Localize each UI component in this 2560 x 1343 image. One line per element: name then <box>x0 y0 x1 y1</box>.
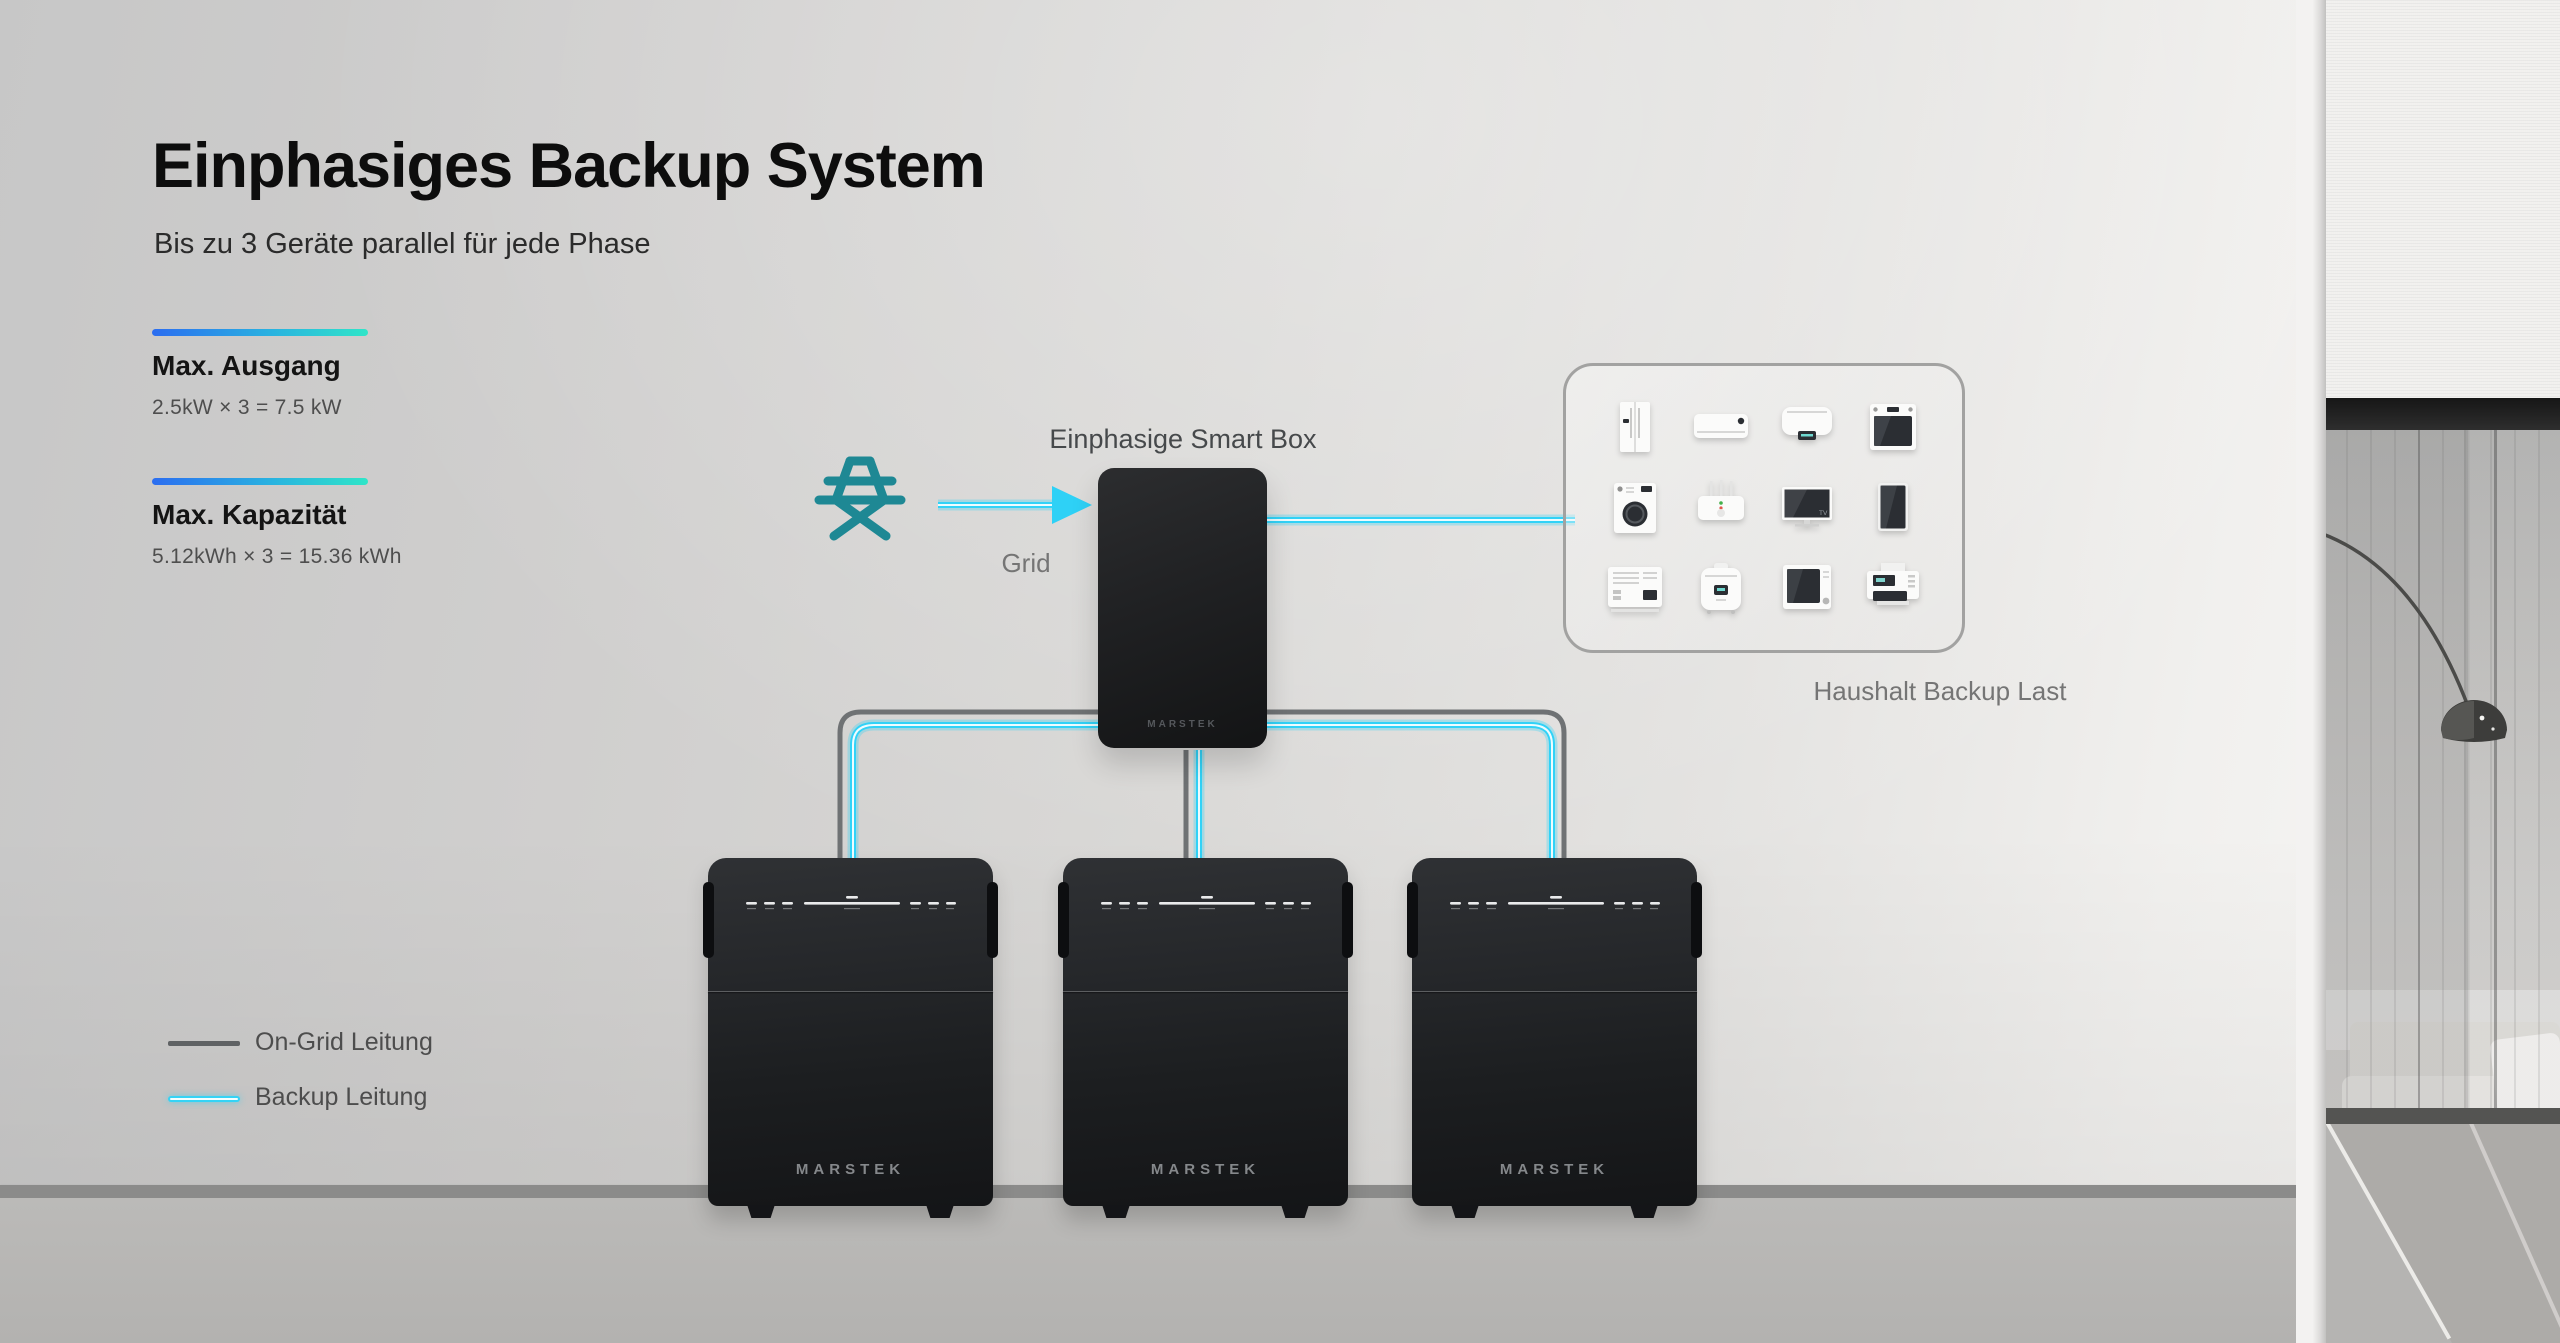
photo-glass-door <box>2322 430 2560 1112</box>
backup-line-swatch <box>168 1096 240 1102</box>
door-sill <box>2322 1108 2560 1124</box>
load-label: Haushalt Backup Last <box>1813 676 2067 706</box>
glass-reflection <box>2322 430 2560 1112</box>
stat-value: 5.12kWh × 3 = 15.36 kWh <box>152 545 402 568</box>
stat-label: Max. Ausgang <box>152 350 341 381</box>
smart-box-device: MARSTEK <box>1098 468 1267 748</box>
battery-handle <box>987 882 998 958</box>
battery-foot <box>1102 1205 1130 1218</box>
power-grid-icon <box>814 456 906 541</box>
interior-photo <box>2296 0 2560 1343</box>
battery-handle <box>1058 882 1069 958</box>
backup-load-panel: TV <box>1563 363 1965 653</box>
printer-icon <box>1850 548 1936 628</box>
rice-cooker-icon <box>1678 548 1764 628</box>
battery-handle <box>1691 882 1702 958</box>
stat-max-capacity: Max. Kapazität 5.12kWh × 3 = 15.36 kWh <box>152 478 572 569</box>
router-icon <box>1678 468 1764 548</box>
wall-corner-highlight <box>2296 0 2326 1343</box>
battery-brand: MARSTEK <box>795 1161 906 1178</box>
background-floor <box>0 1198 2296 1343</box>
battery-foot <box>1451 1205 1479 1218</box>
door-frame-bar <box>2494 430 2497 1112</box>
legend-ongrid-label: On-Grid Leitung <box>255 1028 433 1056</box>
oven-icon <box>1850 388 1936 468</box>
page-title: Einphasiges Backup System <box>152 131 986 201</box>
battery-seam <box>708 991 993 992</box>
heater-icon <box>1592 548 1678 628</box>
battery-seam <box>1063 991 1348 992</box>
page-subtitle: Bis zu 3 Geräte parallel für jede Phase <box>154 228 651 260</box>
accent-gradient-bar <box>152 478 368 485</box>
smart-box-brand: MARSTEK <box>1147 719 1218 730</box>
photo-textured-wall <box>2322 0 2560 400</box>
microwave-icon <box>1764 548 1850 628</box>
grid-label: Grid <box>1001 548 1051 578</box>
stat-value: 2.5kW × 3 = 7.5 kW <box>152 396 342 419</box>
washing-machine-icon <box>1592 468 1678 548</box>
water-heater-icon <box>1764 388 1850 468</box>
svg-text:TV: TV <box>1819 510 1828 517</box>
air-conditioner-icon <box>1678 388 1764 468</box>
tablet-icon <box>1850 468 1936 548</box>
battery-foot <box>1281 1205 1309 1218</box>
battery-brand: MARSTEK <box>1499 1161 1610 1178</box>
stat-max-output: Max. Ausgang 2.5kW × 3 = 7.5 kW <box>152 329 572 420</box>
accent-gradient-bar <box>152 329 368 336</box>
battery-indicator <box>745 896 956 910</box>
ongrid-line-swatch <box>168 1041 240 1046</box>
battery-brand: MARSTEK <box>1150 1161 1261 1178</box>
photo-floor <box>2322 1124 2560 1343</box>
photo-window-frame <box>2322 398 2560 430</box>
battery-unit-3: MARSTEK <box>1407 858 1702 1218</box>
battery-handle <box>1407 882 1418 958</box>
battery-foot <box>747 1205 775 1218</box>
battery-indicator <box>1100 896 1311 910</box>
grid-arrow <box>938 486 1092 524</box>
battery-handle <box>703 882 714 958</box>
tv-icon: TV <box>1764 468 1850 548</box>
battery-indicator <box>1449 896 1660 910</box>
stat-label: Max. Kapazität <box>152 499 347 530</box>
smart-box-label: Einphasige Smart Box <box>1049 424 1317 454</box>
battery-handle <box>1342 882 1353 958</box>
legend-backup-label: Backup Leitung <box>255 1083 428 1111</box>
curtain-fold <box>2418 430 2420 1112</box>
battery-foot <box>1630 1205 1658 1218</box>
curtain-fold <box>2464 430 2466 1112</box>
refrigerator-icon <box>1592 388 1678 468</box>
battery-foot <box>926 1205 954 1218</box>
battery-unit-2: MARSTEK <box>1058 858 1353 1218</box>
battery-seam <box>1412 991 1697 992</box>
battery-unit-1: MARSTEK <box>703 858 998 1218</box>
